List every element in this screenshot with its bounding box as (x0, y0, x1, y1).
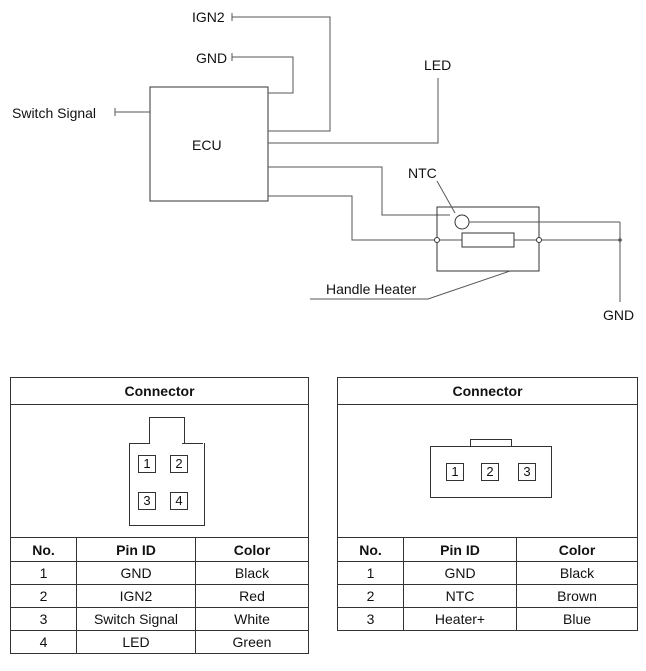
cell-color: Blue (515, 607, 639, 631)
cell-pin-id: IGN2 (76, 584, 196, 608)
gnd-top-wire (232, 56, 294, 94)
connector-b-header-pin-id: Pin ID (403, 537, 517, 562)
cell-pin-id: NTC (403, 584, 517, 608)
cell-color: Black (515, 561, 639, 585)
connector-b-figure: 1 2 3 (336, 404, 639, 538)
connector-a-header-color: Color (194, 537, 310, 562)
cell-pin-id: Heater+ (403, 607, 517, 631)
ntc-pointer (436, 180, 456, 214)
connector-a-housing-top-right (182, 443, 203, 444)
cell-no: 3 (10, 607, 77, 631)
table-row: 2 IGN2 Red (10, 584, 310, 608)
cell-pin-id: GND (76, 561, 196, 585)
connector-a-title: Connector (9, 377, 310, 405)
connector-a-figure: 1 2 3 4 (9, 404, 310, 538)
connector-b-pin-2: 2 (481, 463, 499, 481)
table-row: 4 LED Green (10, 630, 310, 654)
table-row: 3 Heater+ Blue (337, 607, 639, 631)
connector-a-header-no: No. (10, 537, 77, 562)
cell-no: 1 (337, 561, 404, 585)
table-row: 1 GND Black (10, 561, 310, 585)
cell-pin-id: LED (76, 630, 196, 654)
gnd-junction (618, 238, 622, 242)
connector-b-header-no: No. (337, 537, 404, 562)
ntc-thermistor (454, 214, 470, 230)
connector-b-header-color: Color (515, 537, 639, 562)
gnd-top-label: GND (196, 50, 227, 66)
cell-color: Red (194, 584, 310, 608)
led-label: LED (424, 57, 451, 73)
cell-no: 2 (337, 584, 404, 608)
handle-heater-label: Handle Heater (326, 281, 417, 297)
handle-heater-leader (310, 270, 511, 300)
cell-no: 1 (10, 561, 77, 585)
cell-color: Black (194, 561, 310, 585)
wiring-diagram: ECU IGN2 GND LED Switch Signal NTC GND H… (12, 9, 634, 323)
cell-no: 2 (10, 584, 77, 608)
ecu-label: ECU (192, 137, 222, 153)
table-row: 2 NTC Brown (337, 584, 639, 608)
connector-a-pin-4: 4 (170, 492, 188, 510)
cell-no: 3 (337, 607, 404, 631)
connector-a-table: Connector 1 2 3 4 No. Pin ID Color 1 GND… (9, 377, 310, 654)
junction-right (536, 237, 542, 243)
cell-color: Green (194, 630, 310, 654)
connector-a-pin-1: 1 (138, 455, 156, 473)
connector-a-housing-top (129, 443, 150, 444)
switch-signal-label: Switch Signal (12, 105, 96, 121)
ecu-box (149, 86, 269, 202)
cell-no: 4 (10, 630, 77, 654)
ign2-label: IGN2 (192, 9, 225, 25)
cell-color: Brown (515, 584, 639, 608)
ign2-wire (232, 16, 331, 132)
heater-resistor (461, 232, 515, 248)
table-row: 3 Switch Signal White (10, 607, 310, 631)
heater-wire (268, 195, 437, 241)
ntc-wire (268, 166, 450, 216)
connector-a-latch (149, 417, 185, 447)
connector-b-title: Connector (336, 377, 639, 405)
connector-b-pin-1: 1 (446, 463, 464, 481)
connector-a-header-pin-id: Pin ID (76, 537, 196, 562)
ntc-label: NTC (408, 165, 437, 181)
table-row: 1 GND Black (337, 561, 639, 585)
junction-left (434, 237, 440, 243)
cell-pin-id: Switch Signal (76, 607, 196, 631)
connector-b-table: Connector 1 2 3 No. Pin ID Color 1 GND B… (336, 377, 639, 631)
connector-b-pin-3: 3 (518, 463, 536, 481)
cell-color: White (194, 607, 310, 631)
gnd-bottom-label: GND (603, 307, 634, 323)
connector-a-pin-3: 3 (138, 492, 156, 510)
connector-a-pin-2: 2 (170, 455, 188, 473)
led-wire (268, 78, 439, 144)
cell-pin-id: GND (403, 561, 517, 585)
